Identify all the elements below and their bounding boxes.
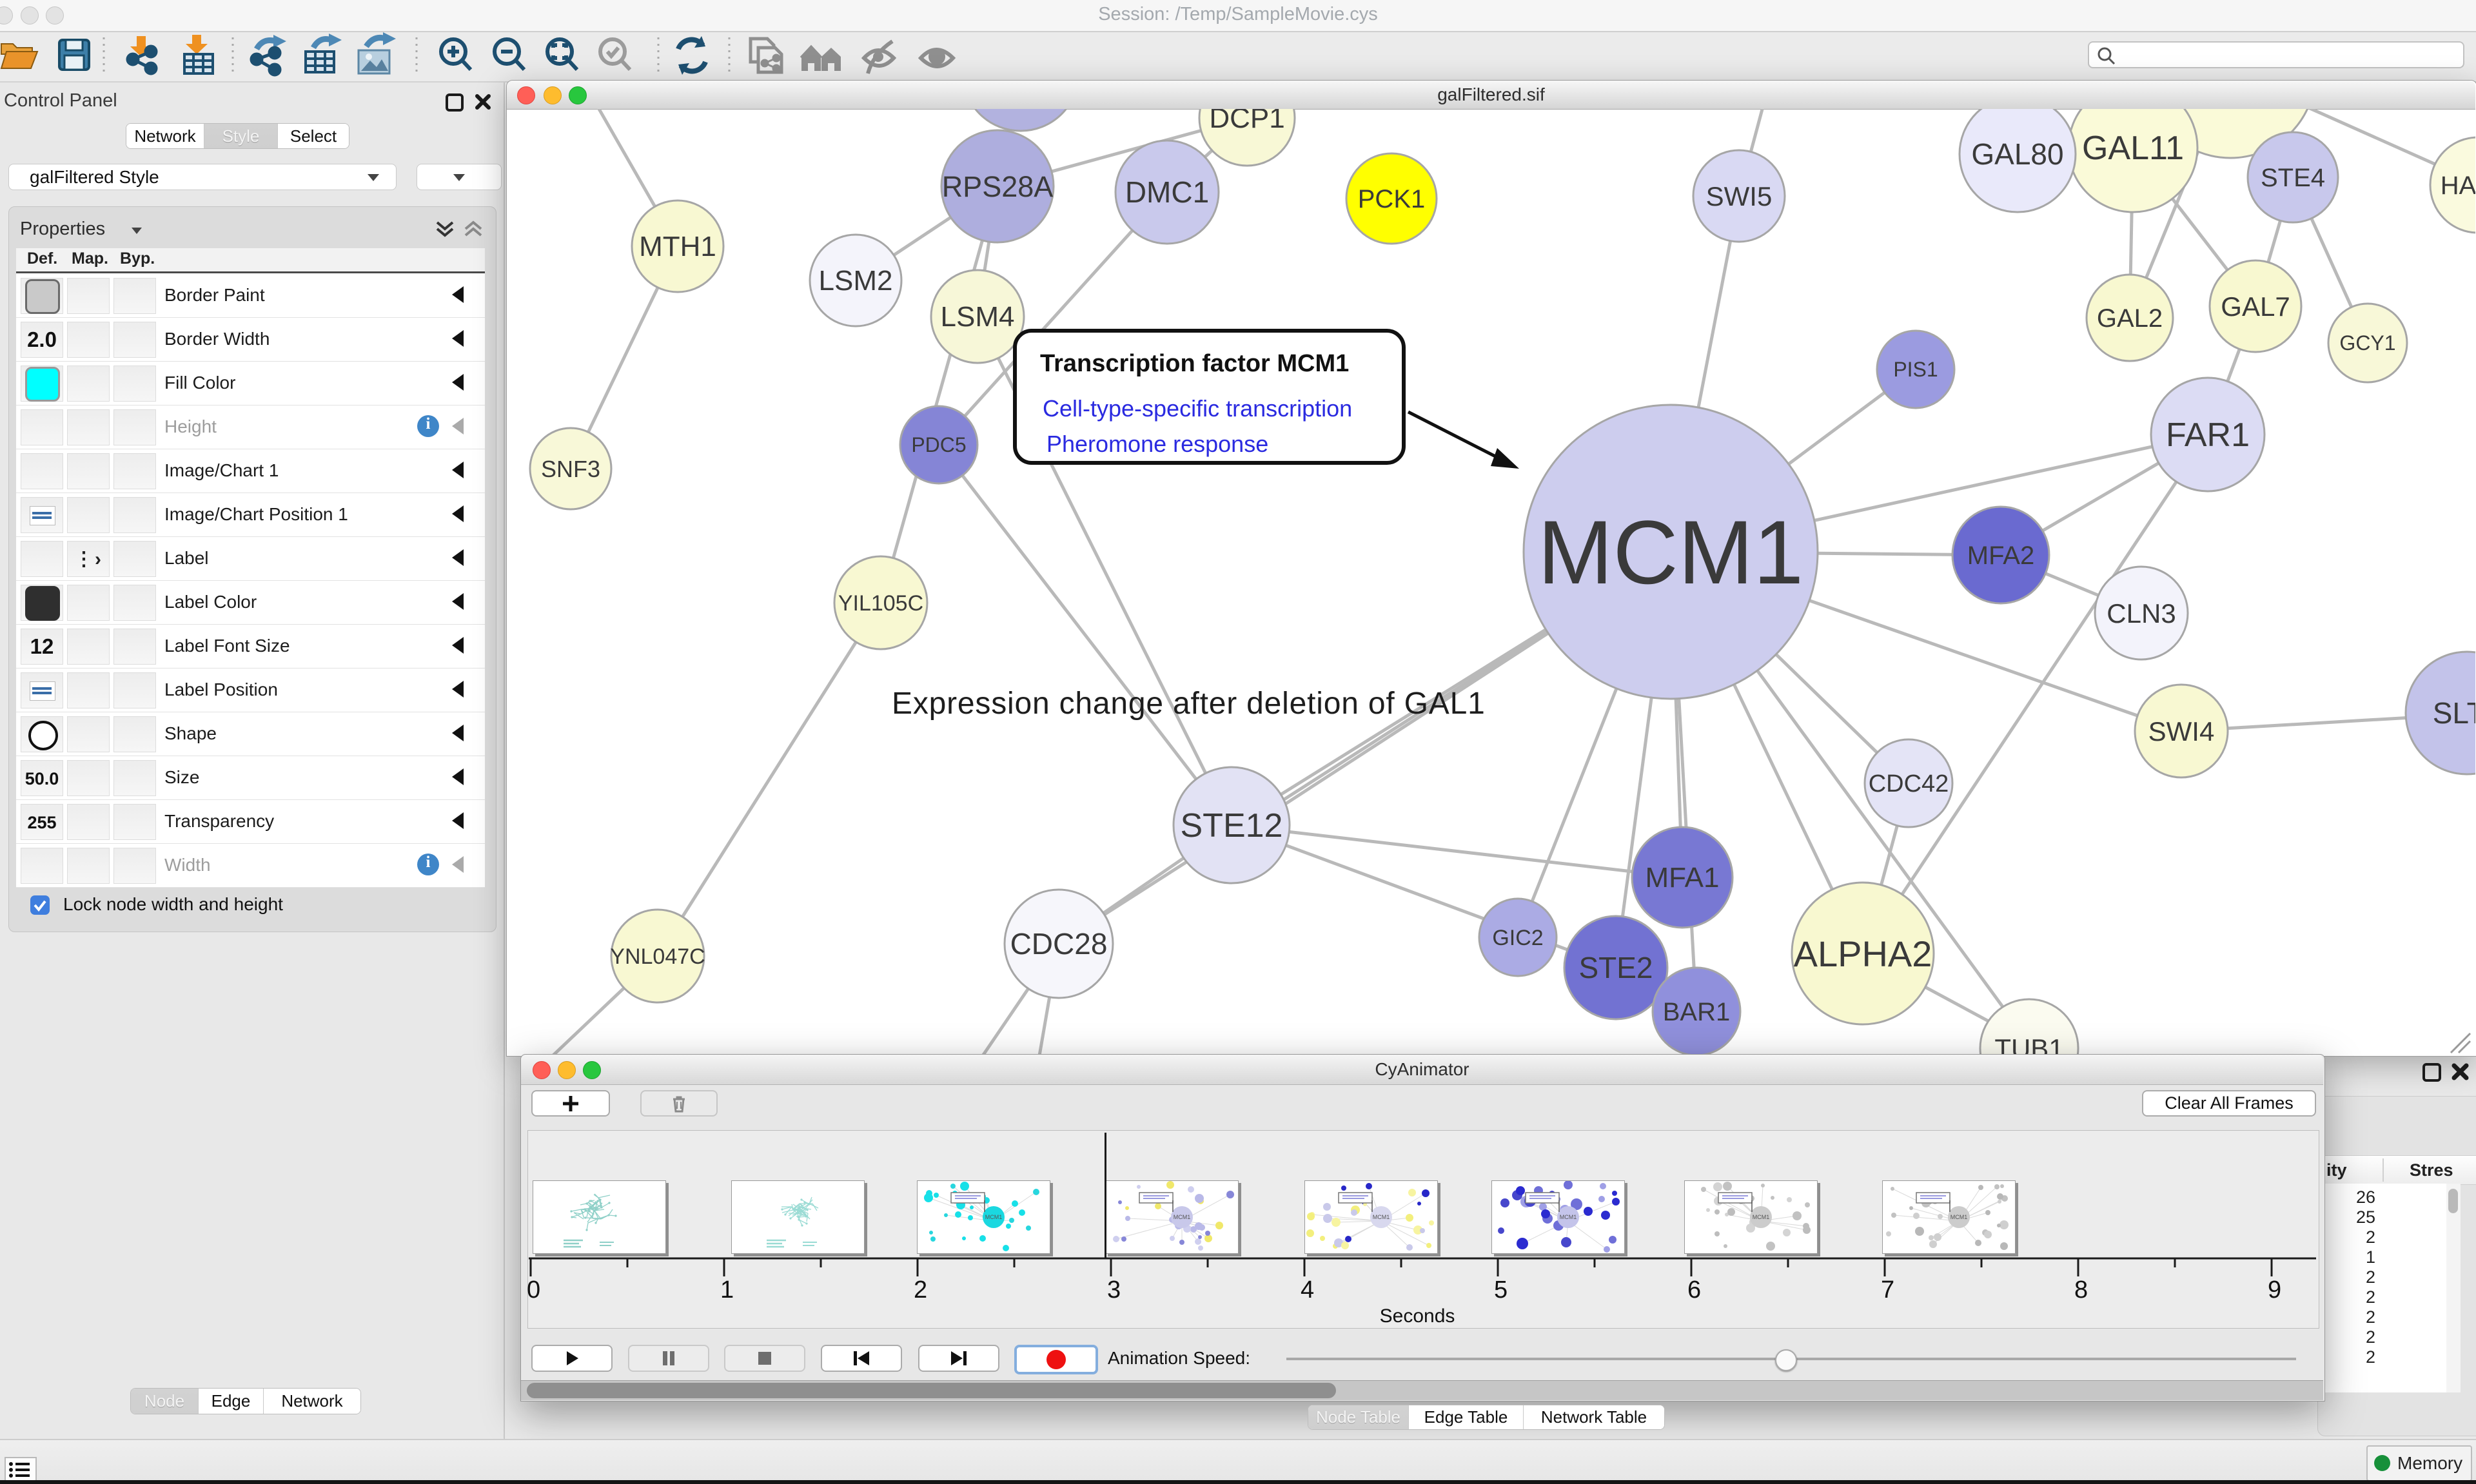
svg-text:GAL2: GAL2 xyxy=(2097,304,2163,333)
svg-text:MCM1: MCM1 xyxy=(1174,1214,1191,1220)
svg-text:Pheromone response: Pheromone response xyxy=(1046,431,1268,457)
svg-text:7: 7 xyxy=(1881,1276,1894,1303)
svg-text:1: 1 xyxy=(720,1276,734,1303)
svg-text:PCK1: PCK1 xyxy=(1358,185,1426,213)
svg-text:3: 3 xyxy=(1107,1276,1121,1303)
svg-text:CDC28: CDC28 xyxy=(1010,927,1108,961)
svg-text:GCY1: GCY1 xyxy=(2339,331,2395,355)
svg-text:PIS1: PIS1 xyxy=(1893,358,1938,381)
svg-text:GIC2: GIC2 xyxy=(1492,926,1543,950)
svg-text:GAL11: GAL11 xyxy=(2082,130,2184,167)
svg-text:FAR1: FAR1 xyxy=(2166,416,2250,454)
svg-text:SNF3: SNF3 xyxy=(541,456,600,482)
svg-text:ALPHA2: ALPHA2 xyxy=(1794,933,1932,974)
svg-text:6: 6 xyxy=(1687,1276,1701,1303)
svg-text:Transcription factor MCM1: Transcription factor MCM1 xyxy=(1040,350,1349,377)
svg-text:MCM1: MCM1 xyxy=(1560,1214,1577,1220)
svg-text:MFA2: MFA2 xyxy=(1967,542,2034,570)
svg-text:9: 9 xyxy=(2268,1276,2281,1303)
svg-text:MCM1: MCM1 xyxy=(1538,502,1803,603)
svg-text:BAR1: BAR1 xyxy=(1663,998,1731,1026)
svg-text:PDC5: PDC5 xyxy=(911,433,966,456)
svg-text:RPS28A: RPS28A xyxy=(942,170,1054,203)
svg-text:MCM1: MCM1 xyxy=(985,1214,1003,1220)
svg-text:STE4: STE4 xyxy=(2261,164,2325,192)
svg-text:DCP1: DCP1 xyxy=(1209,109,1284,134)
svg-text:DMC1: DMC1 xyxy=(1125,175,1209,209)
svg-text:STE12: STE12 xyxy=(1181,807,1283,845)
svg-text:5: 5 xyxy=(1494,1276,1508,1303)
svg-text:2: 2 xyxy=(914,1276,927,1303)
svg-text:MFA1: MFA1 xyxy=(1646,862,1720,893)
svg-text:MCM1: MCM1 xyxy=(1373,1214,1390,1220)
svg-text:0: 0 xyxy=(527,1276,540,1303)
svg-text:Expression change after deleti: Expression change after deletion of GAL1 xyxy=(892,687,1486,721)
svg-text:MCM1: MCM1 xyxy=(1950,1214,1968,1220)
svg-text:GAL80: GAL80 xyxy=(1971,137,2063,171)
svg-text:YIL105C: YIL105C xyxy=(838,591,923,616)
svg-text:SLT2: SLT2 xyxy=(2433,696,2475,730)
svg-text:SWI4: SWI4 xyxy=(2148,716,2215,747)
svg-text:SWI5: SWI5 xyxy=(1706,181,1773,211)
svg-text:Cell-type-specific transcripti: Cell-type-specific transcription xyxy=(1043,395,1352,422)
svg-text:MCM1: MCM1 xyxy=(1753,1214,1770,1220)
svg-text:8: 8 xyxy=(2074,1276,2088,1303)
svg-text:LSM2: LSM2 xyxy=(819,265,893,297)
svg-text:LSM4: LSM4 xyxy=(941,301,1015,333)
svg-text:CDC42: CDC42 xyxy=(1869,770,1949,797)
svg-text:GAL7: GAL7 xyxy=(2221,291,2290,322)
svg-text:HAP2: HAP2 xyxy=(2441,171,2475,200)
svg-text:4: 4 xyxy=(1301,1276,1314,1303)
svg-text:CLN3: CLN3 xyxy=(2107,598,2176,629)
svg-text:MTH1: MTH1 xyxy=(639,231,716,262)
svg-text:Seconds: Seconds xyxy=(1380,1305,1455,1324)
svg-text:STE2: STE2 xyxy=(1578,951,1653,984)
svg-text:YNL047C: YNL047C xyxy=(610,944,705,969)
svg-text:TUB1: TUB1 xyxy=(1994,1033,2063,1055)
